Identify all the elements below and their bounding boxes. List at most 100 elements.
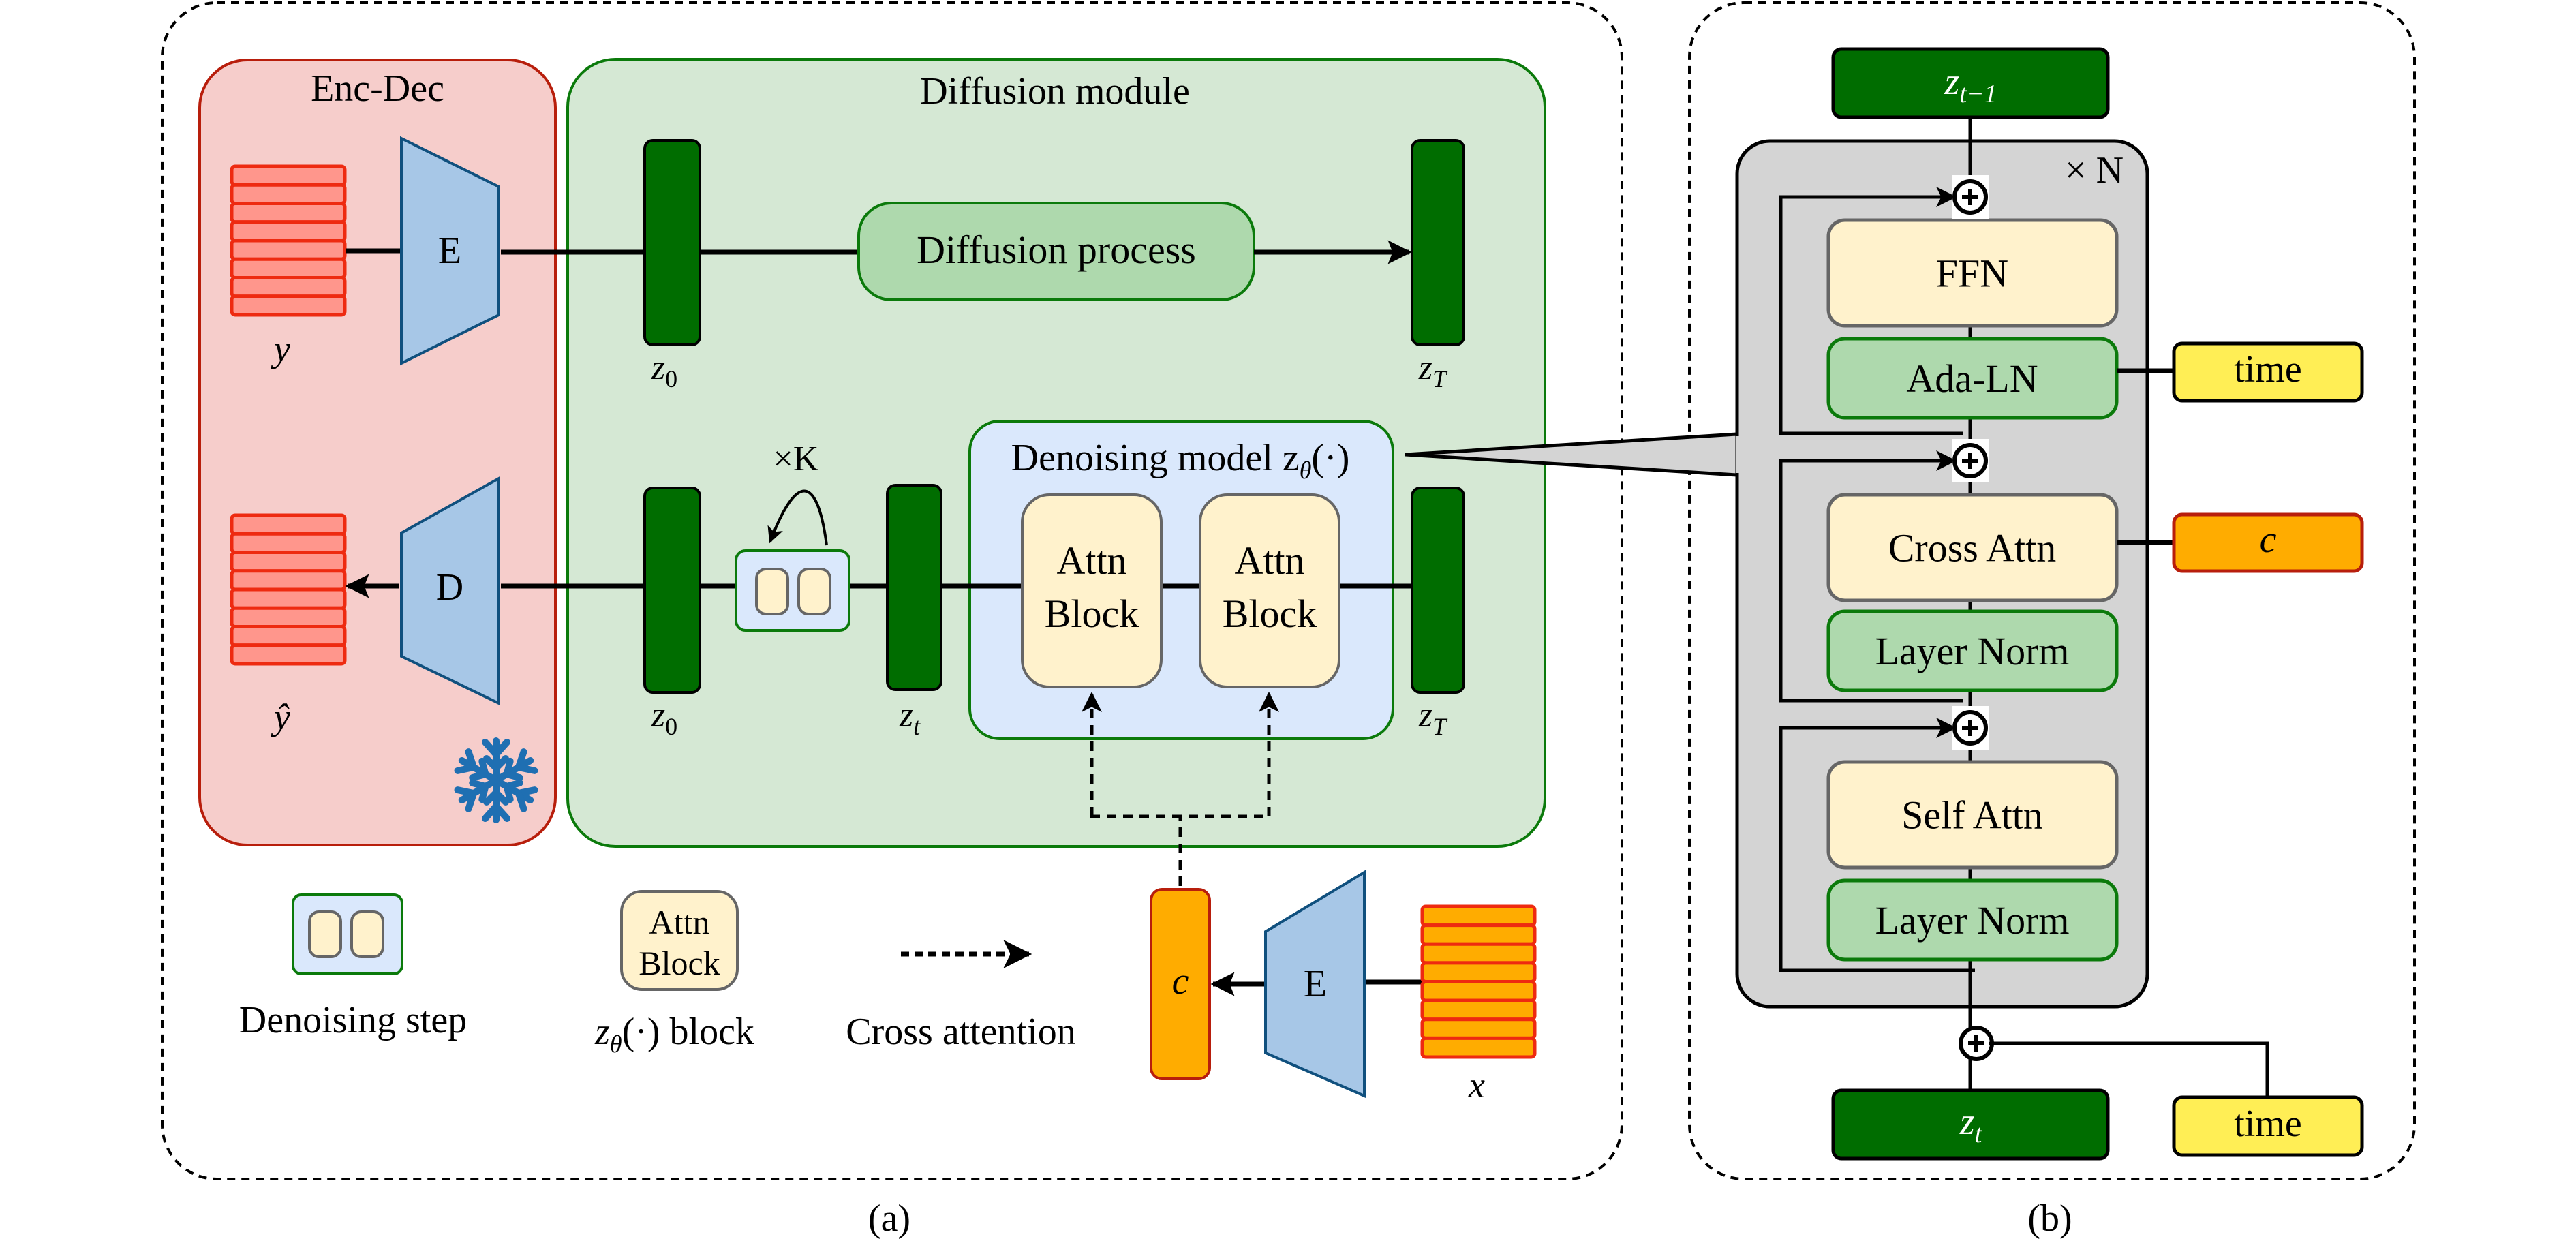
output-yhat-token-row [230,569,347,592]
layer-layer-norm: Layer Norm [1826,878,2119,962]
output-yhat-label: ŷ [271,696,290,737]
latent-z0-bottom-label: z0 [651,696,677,740]
input-y-token-row [230,294,347,317]
time-input-bottom-label: time [2234,1103,2302,1145]
input-y-token-row [230,202,347,224]
condition-input-label: c [2260,519,2277,561]
input-x-token-row [1420,923,1537,946]
svg-text:Cross attention: Cross attention [846,1011,1076,1053]
input-x-token-row [1420,998,1537,1022]
time-bottom-edge [1989,1041,2269,1097]
latent-zt [886,484,942,691]
input-x-stack [1420,904,1537,1059]
input-x-token-row [1420,942,1537,965]
condition-input [2172,512,2364,573]
diffusion-process-label: Diffusion process [917,228,1196,272]
time-input-top-label: time [2234,348,2302,390]
svg-text:Attn: Attn [649,903,710,941]
legend-cross-attention: Cross attention [846,940,1076,1053]
decoder-trapezoid [400,476,500,706]
input-x-token-row [1420,1036,1537,1059]
legend-denoising-step: Denoising step [239,893,467,1041]
latent-zT-top-label: zT [1418,348,1448,393]
output-yhat-token-row [230,551,347,573]
add-icon [1952,439,1989,482]
svg-text:Cross Attn: Cross Attn [1888,526,2057,570]
svg-text:Ada-LN: Ada-LN [1906,356,2038,401]
output-yhat-token-row [230,606,347,628]
svg-text:Attn: Attn [1056,538,1126,583]
input-y-token-row [230,220,347,243]
svg-text:Block: Block [639,944,720,982]
input-y-label: y [271,328,290,369]
input-y-stack [230,164,347,317]
condition-c-bar [1150,888,1211,1080]
panel-b-caption: (b) [2027,1197,2072,1240]
svg-text:Denoising step: Denoising step [239,999,467,1041]
layer-cross-attn: Cross Attn [1826,493,2119,602]
snowflake-icon [457,737,536,820]
panel-a-frame [161,1,1623,1180]
panel-a-caption: (a) [868,1197,910,1240]
input-z-t [1831,1088,2110,1161]
input-x-label: x [1468,1064,1485,1105]
svg-text:Layer Norm: Layer Norm [1875,629,2069,673]
output-z-t-minus-1-label: zt−1 [1944,61,1997,108]
svg-text:Block: Block [1223,592,1317,636]
latent-zT-bottom [1411,487,1465,694]
output-yhat-token-row [230,587,347,610]
denoising-model-title: Denoising model zθ(·) [1011,437,1350,484]
decoder-label: D [436,566,463,609]
legend-attn-block: Attn Block zθ(·) block [594,890,754,1058]
repeat-k-label: ×K [773,440,819,478]
input-z-t-label: zt [1959,1101,1983,1148]
svg-text:Self Attn: Self Attn [1901,793,2043,838]
enc-dec-title: Enc-Dec [311,67,444,110]
attn-block-2: Attn Block [1199,493,1340,688]
attn-block-1: Attn Block [1021,493,1163,688]
svg-text:zθ(·) block: zθ(·) block [594,1011,754,1058]
svg-text:FFN: FFN [1936,251,2008,296]
layer-layer-norm: Layer Norm [1826,609,2119,692]
condition-encoder-label: E [1304,963,1327,1005]
latent-z0-bottom [643,487,701,694]
input-x-token-row [1420,980,1537,1002]
residual-adders [1952,175,1994,1061]
input-x-token-row [1420,904,1537,928]
svg-text:Attn: Attn [1234,538,1304,583]
add-icon [1952,706,1989,750]
condition-encoder-trapezoid [1264,870,1366,1099]
latent-z0-top [643,139,701,346]
input-y-token-row [230,239,347,261]
input-y-token-row [230,183,347,205]
input-x-token-row [1420,1017,1537,1040]
output-yhat-token-row [230,513,347,536]
cross-attention-edges [1082,692,1279,886]
time-input-top [2172,341,2364,403]
output-yhat-token-row [230,625,347,647]
panel-b-frame [1688,1,2416,1180]
diffusion-module-title: Diffusion module [920,70,1190,112]
repeat-n-label: × N [2065,149,2123,191]
output-yhat-stack [230,513,347,666]
input-x-token-row [1420,961,1537,983]
repeat-loop-arrow [767,489,828,546]
latent-z0-top-label: z0 [651,348,677,393]
encoder-label: E [438,230,461,272]
add-icon [1952,175,1989,219]
condition-c-label: c [1172,960,1189,1002]
encoder-trapezoid [400,136,500,366]
output-z-t-minus-1 [1831,47,2110,119]
svg-text:Layer Norm: Layer Norm [1875,898,2069,943]
output-yhat-token-row [230,532,347,554]
latent-zT-top [1411,139,1465,346]
latent-zt-label: zt [899,696,921,740]
input-y-token-row [230,257,347,279]
latent-zT-bottom-label: zT [1418,696,1448,740]
residual-connections [1779,187,1975,972]
input-y-token-row [230,276,347,298]
input-y-token-row [230,164,347,187]
output-yhat-token-row [230,643,347,666]
